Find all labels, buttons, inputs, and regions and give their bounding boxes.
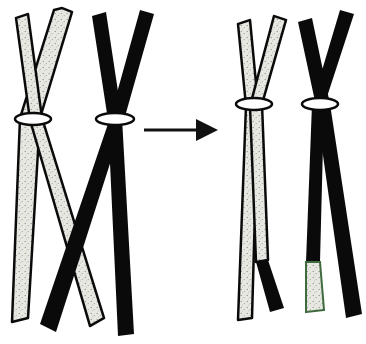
- light-centromere-after: [236, 98, 272, 110]
- process-arrow: [144, 119, 218, 141]
- dark-centromere-before: [96, 113, 134, 125]
- recombined-dark-segment: [256, 260, 284, 312]
- dark-chromosome-after: [298, 10, 362, 318]
- light-chromosome-after: [236, 16, 286, 320]
- dark-centromere-after: [302, 98, 338, 110]
- before-panel: [12, 8, 154, 336]
- after-panel: [236, 10, 362, 320]
- recombined-light-segment: [306, 262, 324, 312]
- arrow-head-icon: [196, 119, 218, 141]
- light-centromere-before: [15, 113, 51, 125]
- light-chromatid-b-upper: [250, 16, 286, 262]
